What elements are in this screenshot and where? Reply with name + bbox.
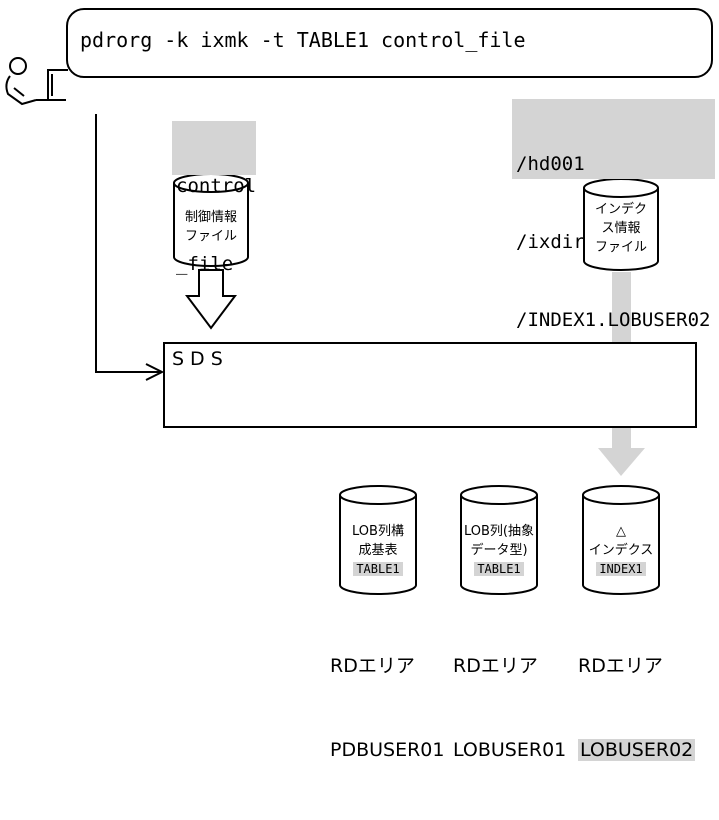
command-bubble — [66, 8, 713, 78]
index-info-file-line3: ファイル — [594, 240, 647, 255]
index-path-line1: /hd001 — [516, 153, 585, 175]
index-info-file-text: インデク ス情報 ファイル — [586, 200, 656, 257]
control-file-label-line2: _file — [176, 253, 234, 275]
rd-area-label-3: RDエリア LOBUSER02 — [578, 596, 696, 820]
user-terminal-icon — [5, 57, 68, 106]
rd-area-1-name: PDBUSER01 — [330, 739, 445, 761]
cylinder-3-line1: △ — [616, 524, 626, 539]
control-file-label-line1: control — [176, 175, 257, 197]
flow-line — [95, 114, 160, 373]
index-path-line2: /ixdir — [516, 231, 585, 253]
cylinder-1-line2: 成基表 — [358, 543, 398, 558]
cylinder-2-line1: LOB列(抽象 — [463, 524, 534, 539]
index-info-file-line2: ス情報 — [601, 221, 641, 236]
index-path-line3: /INDEX1.LOBUSER02 — [516, 309, 711, 331]
cylinder-3-highlight: INDEX1 — [596, 562, 646, 576]
cylinder-3-line2: インデクス — [588, 543, 654, 558]
index-path-label: /hd001 /ixdir /INDEX1.LOBUSER02 — [512, 99, 715, 331]
command-text: pdrorg -k ixmk -t TABLE1 control_file — [80, 28, 526, 52]
rd-area-2-title: RDエリア — [453, 655, 538, 677]
sds-box — [163, 342, 697, 428]
flow-arrowhead — [145, 363, 165, 381]
control-info-file-line2: ファイル — [184, 229, 237, 244]
control-file-label: control _file — [172, 121, 256, 275]
diagram-canvas: pdrorg -k ixmk -t TABLE1 control_file co… — [5, 8, 715, 761]
cylinder-1-line1: LOB列構 — [352, 524, 404, 539]
sds-label: SDS — [172, 348, 229, 370]
cylinder-text-2: LOB列(抽象 データ型) TABLE1 — [459, 522, 539, 579]
hollow-down-arrow — [185, 269, 237, 330]
rd-area-1-title: RDエリア — [330, 655, 415, 677]
rd-area-3-name: LOBUSER02 — [578, 739, 696, 761]
cylinder-text-1: LOB列構 成基表 TABLE1 — [340, 522, 416, 579]
rd-area-2-name: LOBUSER01 — [453, 739, 567, 761]
cylinder-2-highlight: TABLE1 — [474, 562, 524, 576]
rd-area-label-2: RDエリア LOBUSER01 — [453, 596, 566, 820]
cylinder-1-highlight: TABLE1 — [353, 562, 403, 576]
index-info-file-line1: インデク — [594, 202, 647, 217]
cylinder-text-3: △ インデクス INDEX1 — [583, 522, 659, 579]
control-info-file-text: 制御情報 ファイル — [176, 208, 246, 246]
cylinder-2-line2: データ型) — [470, 543, 528, 558]
index-info-file-cylinder — [583, 178, 659, 271]
rd-area-label-1: RDエリア PDBUSER01 — [330, 596, 444, 820]
rd-area-3-title: RDエリア — [578, 655, 663, 677]
control-info-file-line1: 制御情報 — [184, 210, 237, 225]
